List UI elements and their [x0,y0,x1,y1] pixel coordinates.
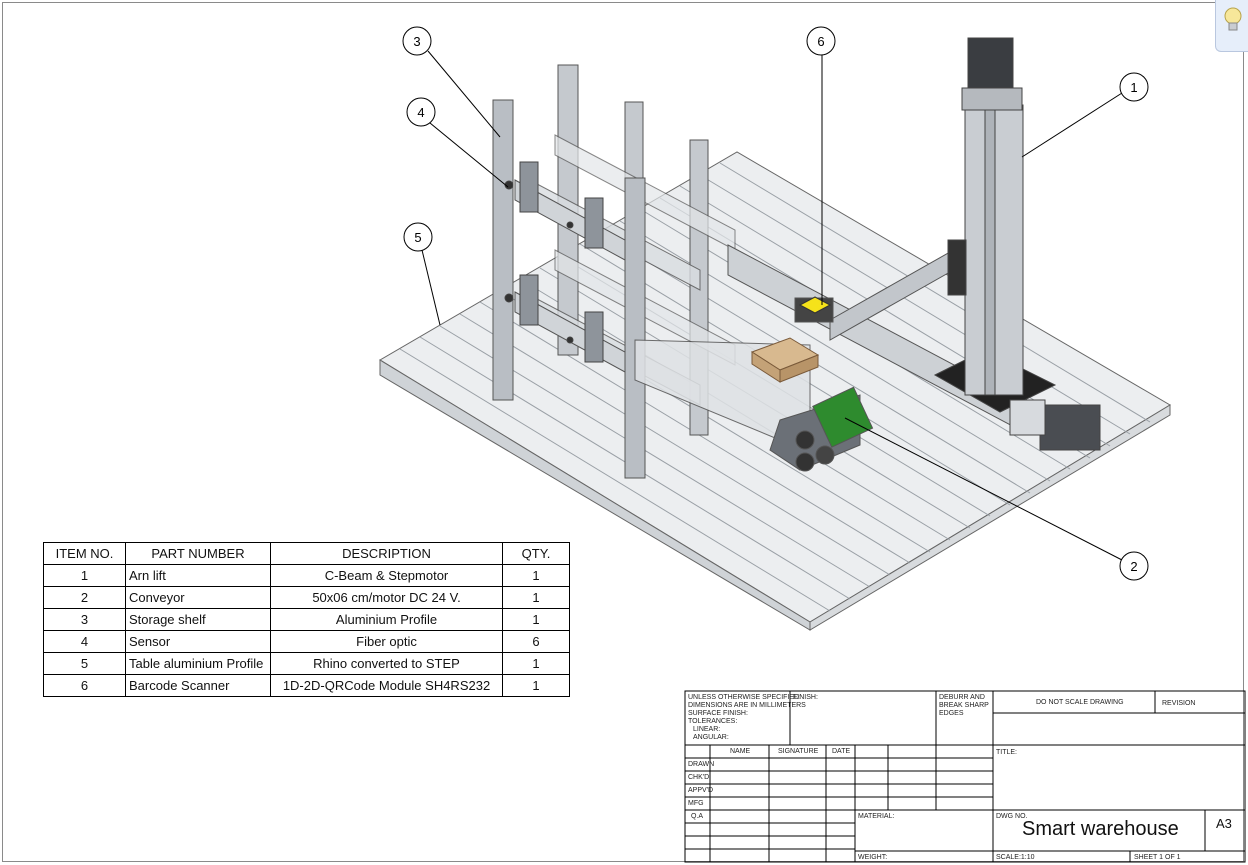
leader-lines [421,50,1123,561]
tb-finish: FINISH: [793,694,818,701]
bom-row: 4 Sensor Fiber optic 6 [43,630,570,653]
bom-part: Table aluminium Profile [125,652,271,675]
tip-tab[interactable] [1215,0,1248,52]
balloon-3: 3 [402,26,432,56]
bom-part: Sensor [125,630,271,653]
tb-do-not-scale: DO NOT SCALE DRAWING [1036,699,1124,706]
bom-qty: 6 [502,630,570,653]
balloon-3-label: 3 [413,34,420,49]
tb-qa: Q.A [691,813,704,820]
bom-row: 2 Conveyor 50x06 cm/motor DC 24 V. 1 [43,586,570,609]
lightbulb-icon [1224,7,1242,31]
bom-header-part: PART NUMBER [125,542,271,565]
bom-qty: 1 [502,564,570,587]
bom-item: 2 [43,586,126,609]
bom-part: Storage shelf [125,608,271,631]
tb-scale: SCALE:1:10 [996,854,1035,861]
bom-header-row: ITEM NO. PART NUMBER DESCRIPTION QTY. [43,542,570,565]
tb-surface: SURFACE FINISH: [688,710,748,717]
tb-date: DATE [832,748,851,755]
bom-desc: Rhino converted to STEP [270,652,503,675]
pallet [750,337,820,383]
bom-part: Conveyor [125,586,271,609]
tb-angular: ANGULAR: [693,734,729,741]
bom-desc: Fiber optic [270,630,503,653]
bom-row: 3 Storage shelf Aluminium Profile 1 [43,608,570,631]
bom-item: 3 [43,608,126,631]
tb-deburr-3: EDGES [939,710,964,717]
bom-item: 1 [43,564,126,587]
drawing-title: Smart warehouse [1022,818,1179,840]
sheet-size: A3 [1216,816,1232,831]
bom-qty: 1 [502,674,570,697]
balloon-4: 4 [406,97,436,127]
bom-desc: Aluminium Profile [270,608,503,631]
tb-dwg-no: DWG NO. [996,813,1028,820]
tb-mfg: MFG [688,800,704,807]
bom-header-item: ITEM NO. [43,542,126,565]
balloon-6-label: 6 [817,34,824,49]
tb-tolerances: TOLERANCES: [688,718,738,725]
balloon-5: 5 [403,222,433,252]
tb-revision: REVISION [1162,700,1196,707]
bom-header-qty: QTY. [502,542,570,565]
tb-material: MATERIAL: [858,813,895,820]
bom-part: Arn lift [125,564,271,587]
balloon-5-label: 5 [414,230,421,245]
tb-deburr-2: BREAK SHARP [939,702,989,709]
balloon-2: 2 [1119,551,1149,581]
bom-part: Barcode Scanner [125,674,271,697]
tb-deburr-1: DEBURR AND [939,694,985,701]
tb-appvd: APPV'D [688,787,714,794]
bom-desc: 1D-2D-QRCode Module SH4RS232 [270,674,503,697]
balloon-4-label: 4 [417,105,424,120]
bom-item: 5 [43,652,126,675]
bom-qty: 1 [502,652,570,675]
bom-row: 1 Arn lift C-Beam & Stepmotor 1 [43,564,570,587]
tb-chkd: CHK'D [688,774,710,781]
bom-header-desc: DESCRIPTION [270,542,503,565]
tb-unless: UNLESS OTHERWISE SPECIFIED: [688,694,802,701]
tb-signature: SIGNATURE [778,748,819,755]
balloon-6: 6 [806,26,836,56]
tb-sheet: SHEET 1 OF 1 [1134,854,1181,861]
balloon-2-label: 2 [1130,559,1137,574]
tb-title-label: TITLE: [996,749,1018,756]
balloon-1-label: 1 [1130,80,1137,95]
tb-linear: LINEAR: [693,726,721,733]
table-edge-right [809,404,1171,631]
gantry [727,234,1021,431]
balloon-1: 1 [1119,72,1149,102]
bom-desc: C-Beam & Stepmotor [270,564,503,587]
bom-qty: 1 [502,586,570,609]
storage-shelf [492,64,736,479]
bom-desc: 50x06 cm/motor DC 24 V. [270,586,503,609]
arm-lift [933,37,1101,451]
tb-drawn: DRAWN [688,761,715,768]
bom-item: 6 [43,674,126,697]
tb-name: NAME [730,748,751,755]
bom-table: ITEM NO. PART NUMBER DESCRIPTION QTY. 1 … [43,542,570,697]
tb-dims: DIMENSIONS ARE IN MILLIMETERS [688,702,806,709]
tb-weight: WEIGHT: [858,854,888,861]
bom-item: 4 [43,630,126,653]
bom-row: 6 Barcode Scanner 1D-2D-QRCode Module SH… [43,674,570,697]
bom-row: 5 Table aluminium Profile Rhino converte… [43,652,570,675]
bom-qty: 1 [502,608,570,631]
sensors [504,161,604,363]
